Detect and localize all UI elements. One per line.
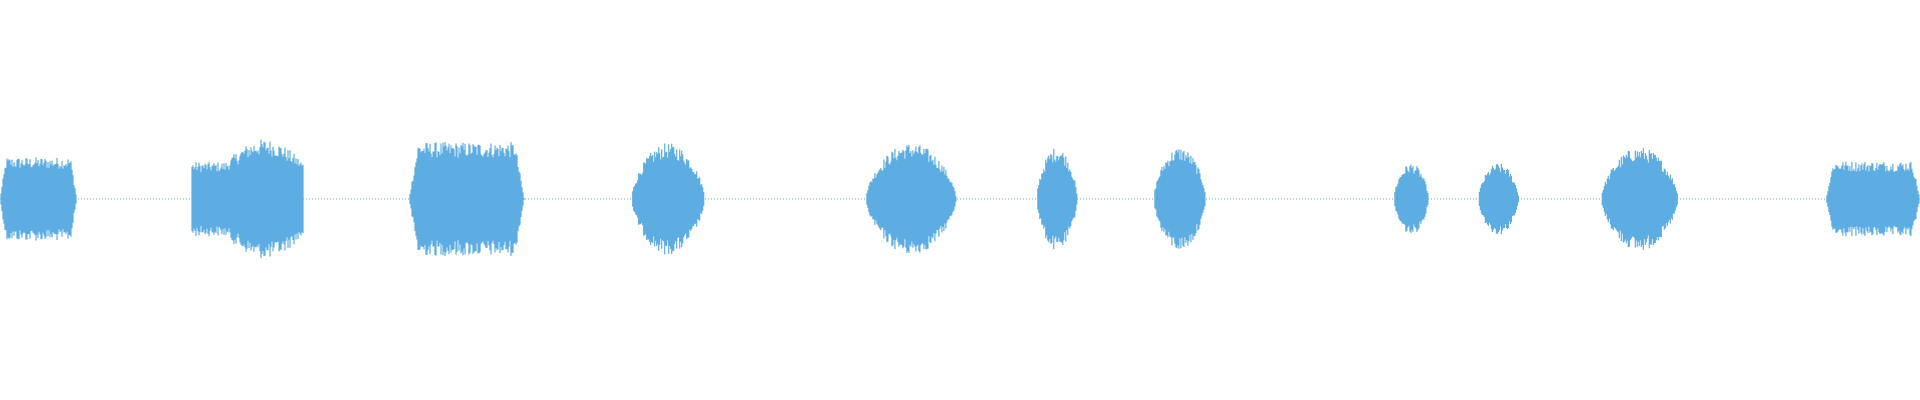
waveform-segment-9 (1478, 163, 1519, 235)
waveform-segment-4 (632, 143, 705, 255)
waveform-segment-10 (1601, 148, 1678, 250)
waveform-segment-1 (0, 157, 77, 241)
waveform-segment-8 (1394, 164, 1429, 234)
waveform-segment-7 (1154, 149, 1206, 249)
waveform-segment-6 (1037, 148, 1078, 250)
waveform-segment-3 (409, 142, 525, 256)
waveform-segment-2 (191, 139, 304, 259)
waveform-segment-11 (1826, 161, 1920, 237)
waveform-segment-5 (866, 145, 957, 253)
